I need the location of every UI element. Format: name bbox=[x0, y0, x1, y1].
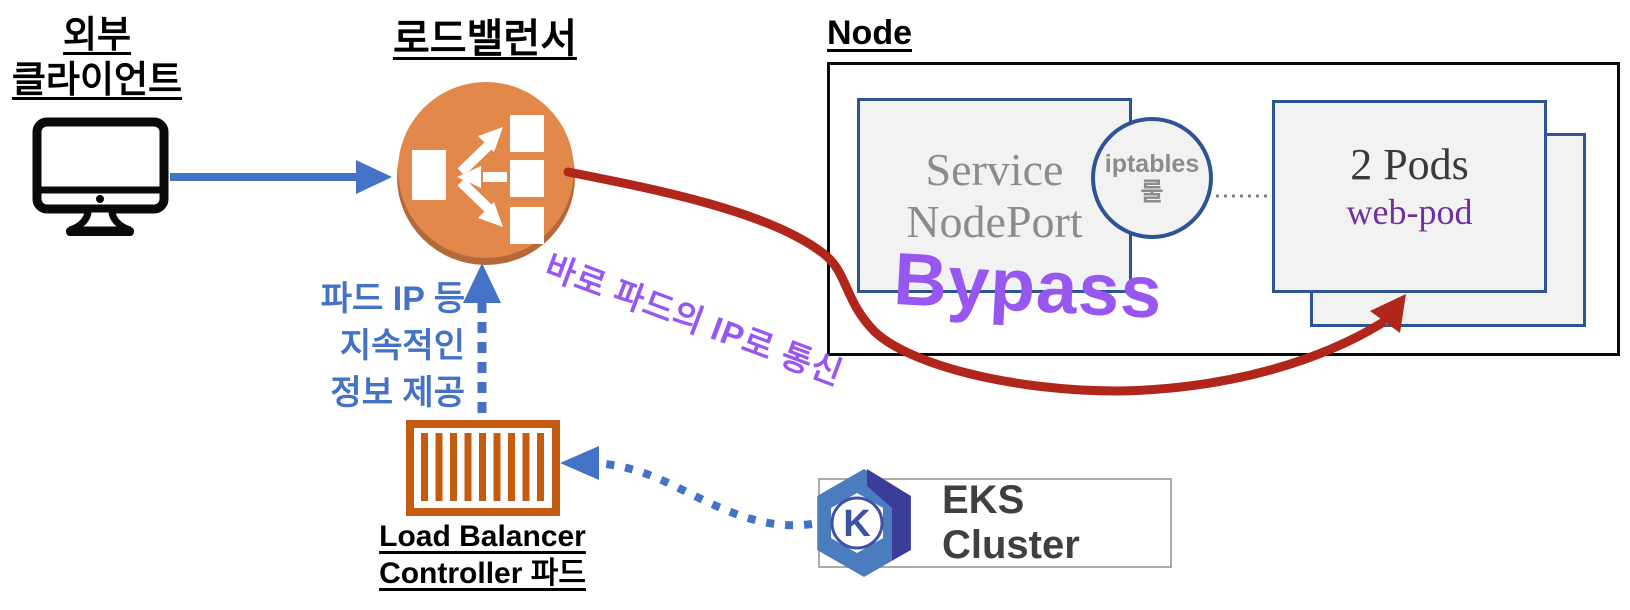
external-client-line2: 클라이언트 bbox=[11, 59, 183, 100]
client-to-lb-arrow bbox=[170, 160, 392, 194]
eks-to-controller-arrow bbox=[560, 446, 813, 530]
container-icon bbox=[406, 420, 560, 516]
direct-pod-ip-note: 바로 파드의 IP로 통신 bbox=[540, 247, 848, 393]
node-label: Node bbox=[827, 14, 912, 52]
pod-info-line2: 지속적인 bbox=[339, 327, 465, 365]
eks-cluster-box: EKS Cluster bbox=[818, 478, 1172, 568]
external-client-line1: 외부 bbox=[62, 14, 132, 55]
service-label-line1: Service bbox=[925, 143, 1064, 195]
load-balancer-icon bbox=[397, 82, 575, 265]
lb-controller-line2: Controller 파드 bbox=[379, 557, 586, 590]
eks-logo-letter: K bbox=[843, 503, 871, 545]
lb-controller-line1: Load Balancer bbox=[379, 520, 586, 553]
pod-info-note: 파드 IP 등 지속적인 정보 제공 bbox=[278, 276, 465, 417]
pod-name-label: web-pod bbox=[1346, 191, 1473, 232]
load-balancer-label: 로드밸런서 bbox=[393, 17, 577, 61]
iptables-label-line2: 룰 bbox=[1140, 178, 1164, 206]
pod-info-line1: 파드 IP 등 bbox=[320, 280, 465, 318]
iptables-label-line1: iptables bbox=[1104, 150, 1200, 178]
pods-count-label: 2 Pods bbox=[1350, 139, 1469, 189]
pod-box-front: 2 Pods web-pod bbox=[1272, 100, 1547, 293]
controller-to-lb-arrow bbox=[463, 263, 501, 413]
pod-info-line3: 정보 제공 bbox=[330, 374, 465, 412]
bypass-label: Bypass bbox=[891, 236, 1165, 334]
external-client-label: 외부 클라이언트 bbox=[2, 12, 192, 102]
monitor-icon bbox=[32, 117, 169, 236]
eks-logo-icon: K bbox=[817, 469, 911, 577]
iptables-rule-circle: iptables 룰 bbox=[1091, 117, 1213, 239]
eks-cluster-label: EKS Cluster bbox=[942, 478, 1080, 567]
lb-controller-label: Load Balancer Controller 파드 bbox=[360, 518, 605, 592]
